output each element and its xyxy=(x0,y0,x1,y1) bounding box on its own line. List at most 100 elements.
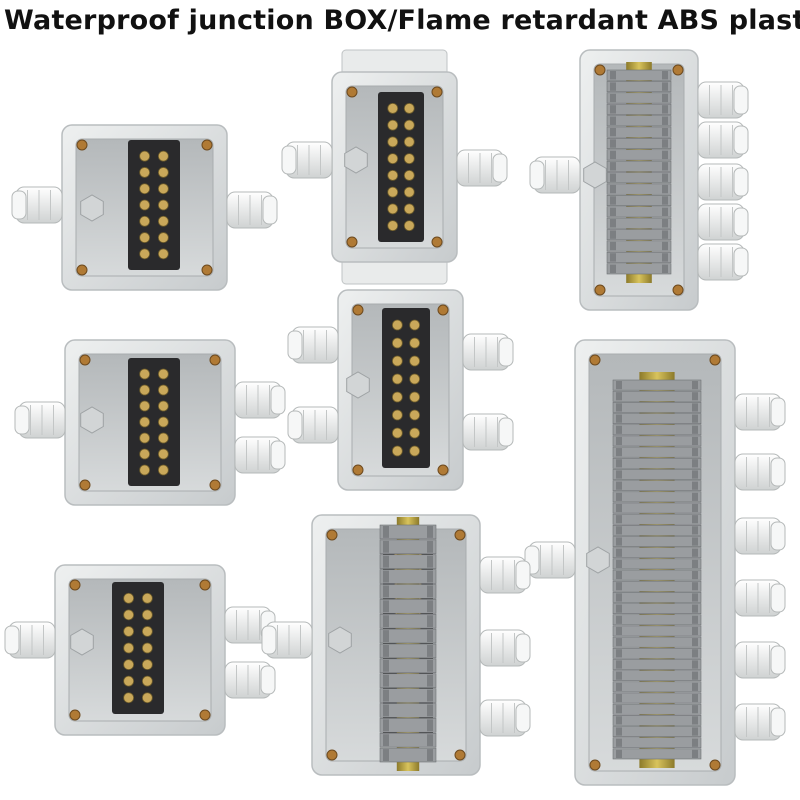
screw-icon xyxy=(409,427,421,439)
screw-icon xyxy=(123,675,135,687)
screw-icon xyxy=(157,232,169,243)
screw-icon xyxy=(141,592,153,604)
terminal-block xyxy=(382,308,430,468)
cable-gland xyxy=(734,517,786,555)
screw-icon xyxy=(157,248,169,260)
screw-icon xyxy=(157,384,169,396)
screw-icon xyxy=(391,337,403,349)
screw-icon xyxy=(391,409,403,421)
screw-hole-icon xyxy=(431,236,443,248)
knockout-hex xyxy=(80,194,104,222)
screw-icon xyxy=(391,319,403,331)
junction-box-1-terminal-3-gland xyxy=(14,339,286,506)
cable-gland xyxy=(697,203,749,241)
screw-icon xyxy=(157,448,169,460)
screw-icon xyxy=(157,199,169,211)
screw-hole-icon xyxy=(454,529,466,541)
screw-icon xyxy=(157,368,169,380)
screw-hole-icon xyxy=(209,354,221,366)
junction-box-mounting-plate-2-gland xyxy=(281,49,508,285)
screw-icon xyxy=(141,626,153,637)
screw-icon xyxy=(409,337,421,349)
screw-icon xyxy=(157,416,169,428)
knockout-hex xyxy=(80,406,104,434)
screw-icon xyxy=(403,119,415,131)
cable-gland xyxy=(479,556,531,594)
junction-box-din-rail-long-7-gland xyxy=(524,339,786,786)
cable-gland xyxy=(11,186,63,224)
cable-gland xyxy=(462,333,514,371)
knockout-hex xyxy=(344,146,368,174)
knockout-hex xyxy=(583,161,607,189)
screw-icon xyxy=(157,432,169,444)
cable-gland xyxy=(4,621,56,659)
screw-icon xyxy=(141,609,153,621)
screw-icon xyxy=(403,203,415,215)
junction-box-din-rail-4-gland xyxy=(261,514,531,776)
cable-gland xyxy=(529,156,581,194)
screw-hole-icon xyxy=(352,464,364,476)
screw-hole-icon xyxy=(69,709,81,721)
cable-gland xyxy=(734,453,786,491)
screw-icon xyxy=(403,102,415,114)
terminal-block xyxy=(128,358,180,486)
cable-gland xyxy=(697,163,749,201)
screw-hole-icon xyxy=(589,354,601,366)
din-rail-terminals xyxy=(606,62,672,283)
screw-icon xyxy=(123,626,135,637)
screw-icon xyxy=(409,373,421,385)
cable-gland xyxy=(734,703,786,741)
cable-gland xyxy=(697,243,749,281)
screw-icon xyxy=(139,464,151,476)
terminal-block xyxy=(378,92,424,242)
junction-box-tall-4-gland xyxy=(287,289,514,491)
cable-gland xyxy=(261,621,313,659)
screw-icon xyxy=(139,232,151,243)
screw-icon xyxy=(391,391,403,403)
screw-icon xyxy=(387,220,399,232)
screw-icon xyxy=(139,183,151,195)
screw-icon xyxy=(403,220,415,232)
screw-icon xyxy=(141,692,153,704)
screw-icon xyxy=(387,136,399,148)
cable-gland xyxy=(524,541,576,579)
screw-hole-icon xyxy=(454,749,466,761)
screw-hole-icon xyxy=(326,749,338,761)
screw-hole-icon xyxy=(672,284,684,296)
screw-icon xyxy=(403,136,415,148)
screw-icon xyxy=(139,248,151,260)
screw-icon xyxy=(157,464,169,476)
screw-icon xyxy=(387,119,399,131)
screw-icon xyxy=(123,592,135,604)
screw-hole-icon xyxy=(79,354,91,366)
screw-icon xyxy=(139,150,151,162)
cable-gland xyxy=(697,121,749,159)
screw-icon xyxy=(139,199,151,211)
screw-icon xyxy=(139,416,151,428)
screw-hole-icon xyxy=(352,304,364,316)
screw-icon xyxy=(139,167,151,178)
cable-gland xyxy=(697,81,749,119)
screw-icon xyxy=(157,215,169,227)
screw-hole-icon xyxy=(209,479,221,491)
screw-icon xyxy=(387,102,399,114)
cable-gland xyxy=(479,629,531,667)
screw-icon xyxy=(409,445,421,457)
screw-icon xyxy=(157,400,169,412)
screw-hole-icon xyxy=(199,709,211,721)
screw-icon xyxy=(403,169,415,181)
terminal-block xyxy=(128,140,180,270)
screw-icon xyxy=(409,355,421,367)
screw-icon xyxy=(141,642,153,654)
screw-hole-icon xyxy=(326,529,338,541)
screw-icon xyxy=(391,355,403,367)
screw-icon xyxy=(139,384,151,396)
screw-icon xyxy=(123,692,135,704)
screw-icon xyxy=(139,215,151,227)
screw-hole-icon xyxy=(69,579,81,591)
cable-gland xyxy=(224,661,276,699)
din-rail-terminals xyxy=(612,372,702,768)
screw-hole-icon xyxy=(437,464,449,476)
cable-gland xyxy=(14,401,66,439)
